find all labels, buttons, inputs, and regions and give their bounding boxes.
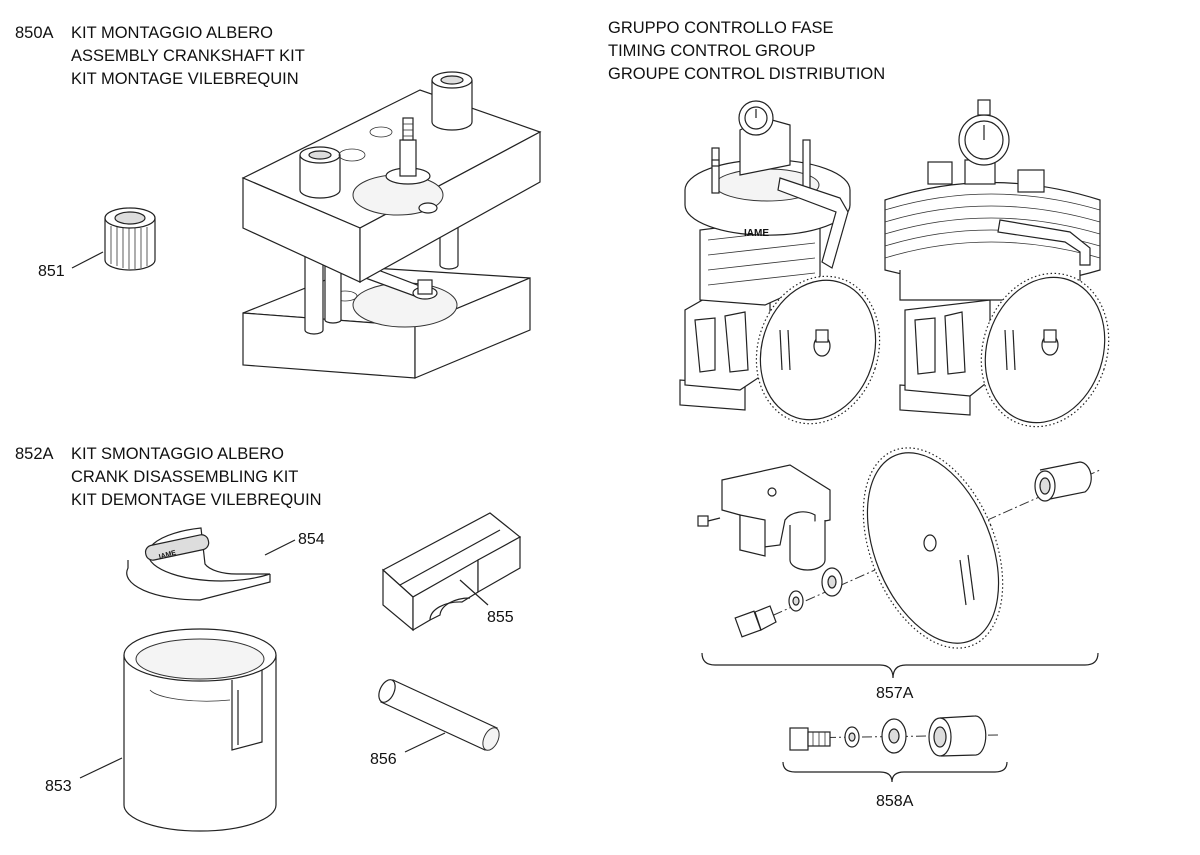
title-850a-it: KIT MONTAGGIO ALBERO <box>71 24 273 42</box>
title-852a-en: CRANK DISASSEMBLING KIT <box>71 468 298 486</box>
part-850a-assembly-press <box>241 71 542 379</box>
header-850a: 850A KIT MONTAGGIO ALBERO ASSEMBLY CRANK… <box>15 24 305 88</box>
leader-853 <box>79 757 123 779</box>
title-852a-it: KIT SMONTAGGIO ALBERO <box>71 445 284 463</box>
leader-854 <box>264 539 296 556</box>
leader-855 <box>459 579 489 606</box>
part-853-cylinder <box>123 628 277 832</box>
title-850a-en: ASSEMBLY CRANKSHAFT KIT <box>71 47 305 65</box>
part-858a-small-kit <box>789 715 1001 757</box>
brand-mark-854: IAME <box>158 550 177 561</box>
part-856-pin <box>378 679 500 751</box>
title-timing-fr: GROUPE CONTROL DISTRIBUTION <box>608 65 885 83</box>
label-854: 854 <box>298 531 325 548</box>
timing-engine-left: IAME <box>679 100 881 425</box>
part-857a-exploded-kit <box>697 447 1101 649</box>
label-853: 853 <box>45 778 72 795</box>
title-852a-fr: KIT DEMONTAGE VILEBREQUIN <box>71 491 322 509</box>
leader-851 <box>71 251 104 269</box>
label-851: 851 <box>38 263 65 280</box>
part-854-slotted-plate: IAME <box>126 527 271 601</box>
code-850a: 850A <box>15 24 54 42</box>
header-timing: GRUPPO CONTROLLO FASE TIMING CONTROL GRO… <box>608 19 885 83</box>
label-855: 855 <box>487 609 514 626</box>
part-855-v-block <box>381 512 522 632</box>
bracket-857a <box>701 652 1099 679</box>
label-858a: 858A <box>876 793 914 810</box>
bracket-858a <box>782 761 1008 783</box>
brand-mark-cylinder: IAME <box>744 228 769 239</box>
label-857a: 857A <box>876 685 914 702</box>
title-timing-it: GRUPPO CONTROLLO FASE <box>608 19 834 37</box>
part-851-knurled-sleeve <box>104 207 156 271</box>
leader-856 <box>404 732 446 753</box>
title-timing-en: TIMING CONTROL GROUP <box>608 42 815 60</box>
label-856: 856 <box>370 751 397 768</box>
header-852a: 852A KIT SMONTAGGIO ALBERO CRANK DISASSE… <box>15 445 322 509</box>
code-852a: 852A <box>15 445 54 463</box>
title-850a-fr: KIT MONTAGE VILEBREQUIN <box>71 70 299 88</box>
timing-engine-right <box>884 99 1110 428</box>
